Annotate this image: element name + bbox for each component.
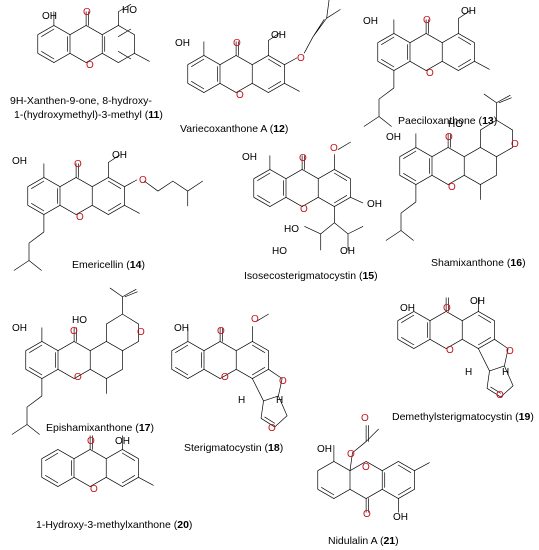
oh-label-11a: OH — [42, 11, 57, 22]
o-label-14-ether: O — [139, 175, 147, 186]
structure-15 — [253, 141, 364, 251]
o-label-14-ring: O — [76, 212, 84, 223]
oh-label-21b: OH — [393, 512, 408, 523]
ho-label-11: HO — [122, 5, 137, 16]
o-label-15-ring: O — [300, 204, 308, 215]
oh-label-21a: OH — [317, 444, 332, 455]
oh-label-12b: OH — [271, 30, 286, 41]
structure-18 — [171, 313, 288, 428]
ho-label-15b: HO — [272, 246, 287, 257]
structure-13 — [363, 10, 490, 127]
caption-15: Isosecosterigmatocystin (15) — [244, 270, 378, 282]
o-label-21-acyl: O — [361, 413, 369, 424]
oh-label-14a: OH — [12, 156, 27, 167]
ho-label-16: HO — [448, 119, 463, 130]
h-label-19a: H — [465, 367, 472, 378]
o-label-19-carbonyl: O — [443, 303, 451, 314]
o-label-18-furan-a: O — [279, 376, 287, 387]
structure-20 — [41, 435, 154, 487]
o-label-14-carbonyl: O — [74, 159, 82, 170]
structure-12 — [187, 0, 341, 93]
oh-label-20: OH — [115, 436, 130, 447]
o-label-18-methoxy: O — [251, 314, 259, 325]
caption-21: Nidulalin A (21) — [328, 535, 399, 547]
o-label-16-ring: O — [448, 182, 456, 193]
o-label-21-carbonyl: O — [363, 509, 371, 520]
oh-label-14b: OH — [112, 150, 127, 161]
oh-label-15c: OH — [340, 246, 355, 257]
structure-19 — [397, 297, 514, 398]
ho-label-17: HO — [72, 315, 87, 326]
o-label-20-ring: O — [90, 484, 98, 495]
o-label-15-methoxy: O — [330, 143, 338, 154]
o-label-18-furan-b: O — [268, 423, 276, 434]
oh-label-15a: OH — [242, 152, 257, 163]
caption-14: Emericellin (14) — [72, 259, 145, 271]
oh-label-16a: OH — [386, 132, 401, 143]
o-label-17-pyran: O — [137, 327, 145, 338]
o-label-16-pyran: O — [511, 139, 519, 150]
structure-17 — [11, 287, 139, 435]
o-label-12-carbonyl: O — [233, 38, 241, 49]
o-label-16-carbonyl: O — [445, 132, 453, 143]
caption-19: Demethylsterigmatocystin (19) — [392, 411, 534, 423]
o-label-11-ring: O — [86, 60, 94, 71]
caption-11-line2: 1-(hydroxymethyl)-3-methyl (11) — [14, 109, 163, 121]
structure-14 — [13, 154, 203, 271]
caption-12: Variecoxanthone A (12) — [180, 123, 288, 135]
structure-11 — [37, 3, 150, 63]
o-label-13-ring: O — [426, 68, 434, 79]
caption-11-line1: 9H-Xanthen-9-one, 8-hydroxy- — [10, 95, 152, 107]
oh-label-17a: OH — [12, 323, 27, 334]
oh-label-13a: OH — [363, 16, 378, 27]
caption-17: Epishamixanthone (17) — [46, 422, 154, 434]
caption-18: Sterigmatocystin (18) — [184, 442, 283, 454]
o-label-12-ring: O — [236, 90, 244, 101]
structure-16 — [385, 93, 513, 241]
h-label-18b: H — [276, 395, 283, 406]
o-label-11-carbonyl: O — [83, 7, 91, 18]
h-label-19b: H — [502, 367, 509, 378]
caption-16: Shamixanthone (16) — [431, 257, 526, 269]
o-label-21-ring: O — [362, 462, 370, 473]
structure-21 — [317, 425, 430, 513]
o-label-19-ring: O — [446, 345, 454, 356]
o-label-17-carbonyl: O — [70, 326, 78, 337]
ho-label-15a: HO — [284, 224, 299, 235]
o-label-19-furan-b: O — [496, 390, 504, 401]
o-label-15-carbonyl: O — [299, 153, 307, 164]
o-label-19-furan-a: O — [506, 346, 514, 357]
oh-label-12a: OH — [175, 38, 190, 49]
o-label-18-ring: O — [221, 372, 229, 383]
oh-label-13b: OH — [461, 6, 476, 17]
oh-label-15b: OH — [367, 199, 382, 210]
oh-label-19b: OH — [470, 296, 485, 307]
o-label-20-carbonyl: O — [87, 436, 95, 447]
oh-label-18a: OH — [174, 323, 189, 334]
h-label-18a: H — [238, 395, 245, 406]
o-label-18-carbonyl: O — [217, 326, 225, 337]
oh-label-19a: OH — [400, 303, 415, 314]
o-label-12-ether: O — [297, 53, 305, 64]
caption-20: 1-Hydroxy-3-methylxanthone (20) — [36, 519, 192, 531]
o-label-13-carbonyl: O — [423, 15, 431, 26]
o-label-17-ring: O — [74, 372, 82, 383]
o-label-21-ester: O — [347, 449, 355, 460]
